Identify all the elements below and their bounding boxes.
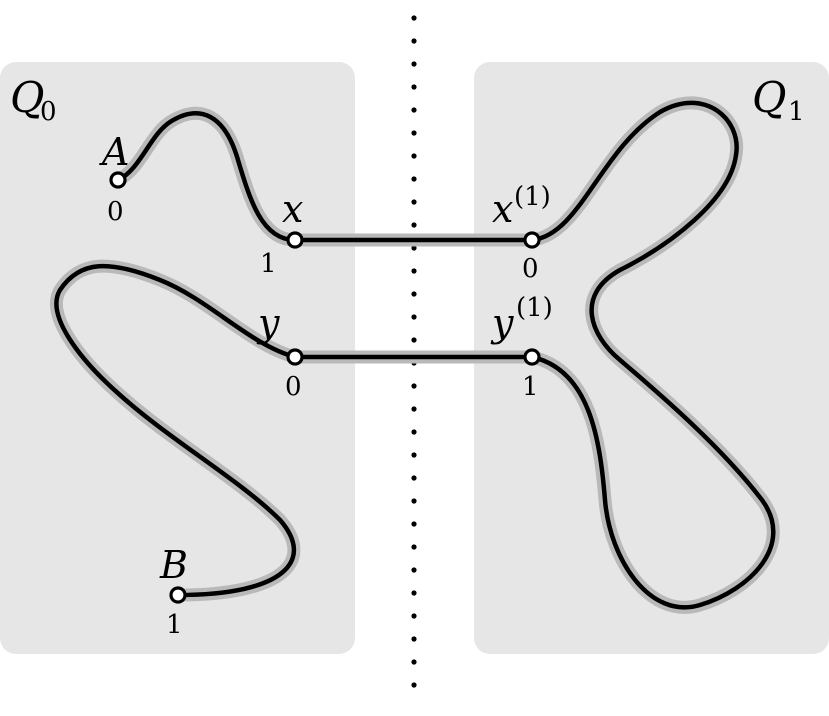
point-y-index: 0 bbox=[285, 372, 302, 402]
point-x-index: 1 bbox=[260, 249, 277, 279]
separator-dot bbox=[411, 314, 417, 320]
separator-dot bbox=[411, 498, 417, 504]
point-y1-superscript: (1) bbox=[516, 293, 553, 323]
point-a-index: 0 bbox=[107, 197, 124, 227]
separator-dot bbox=[411, 636, 417, 642]
separator-dot bbox=[411, 383, 417, 389]
separator-dot bbox=[411, 15, 417, 21]
separator-dot bbox=[411, 153, 417, 159]
point-x1-label: x bbox=[492, 187, 513, 231]
point-x1-superscript: (1) bbox=[514, 182, 551, 212]
separator-dot bbox=[411, 245, 417, 251]
region-q1-label: Q bbox=[752, 73, 786, 122]
path-a-to-x bbox=[115, 111, 298, 243]
separator-dot bbox=[411, 475, 417, 481]
separator-dot bbox=[411, 222, 417, 228]
separator-dot bbox=[411, 38, 417, 44]
region-q0-subscript: 0 bbox=[40, 97, 57, 127]
separator-dot bbox=[411, 61, 417, 67]
node-a bbox=[109, 171, 127, 189]
node-b bbox=[169, 586, 187, 604]
separator-dot bbox=[411, 130, 417, 136]
separator-dot bbox=[411, 590, 417, 596]
separator-dot bbox=[411, 199, 417, 205]
separator-dot bbox=[411, 107, 417, 113]
region-q0-label: Q bbox=[10, 73, 44, 122]
path-y-to-b bbox=[54, 263, 298, 598]
separator-dot bbox=[411, 613, 417, 619]
point-y1-index: 1 bbox=[522, 372, 539, 402]
separator-dot bbox=[411, 268, 417, 274]
separator-dot bbox=[411, 521, 417, 527]
separator-dot bbox=[411, 337, 417, 343]
separator-dot bbox=[411, 406, 417, 412]
node-x bbox=[286, 231, 304, 249]
point-y1-label: y bbox=[490, 301, 514, 345]
path-cores bbox=[54, 100, 776, 610]
separator-dot bbox=[411, 544, 417, 550]
separator-dot bbox=[411, 682, 417, 688]
node-x1 bbox=[523, 231, 541, 249]
separator-dot bbox=[411, 659, 417, 665]
point-x1-index: 0 bbox=[522, 254, 539, 284]
point-x-label: x bbox=[282, 187, 303, 231]
separator-dot bbox=[411, 567, 417, 573]
region-q1-subscript: 1 bbox=[788, 97, 805, 127]
separator-dot bbox=[411, 429, 417, 435]
region-q1 bbox=[474, 62, 829, 654]
node-y1 bbox=[523, 348, 541, 366]
separator-dot bbox=[411, 176, 417, 182]
node-y bbox=[286, 348, 304, 366]
path-x1-loop bbox=[529, 100, 776, 610]
point-a-label: A bbox=[99, 130, 129, 174]
separator-dot bbox=[411, 84, 417, 90]
dotted-separator bbox=[411, 15, 417, 688]
point-y-label: y bbox=[256, 301, 280, 345]
point-b-index: 1 bbox=[166, 610, 183, 640]
separator-dot bbox=[411, 452, 417, 458]
point-b-label: B bbox=[159, 543, 188, 587]
separator-dot bbox=[411, 291, 417, 297]
